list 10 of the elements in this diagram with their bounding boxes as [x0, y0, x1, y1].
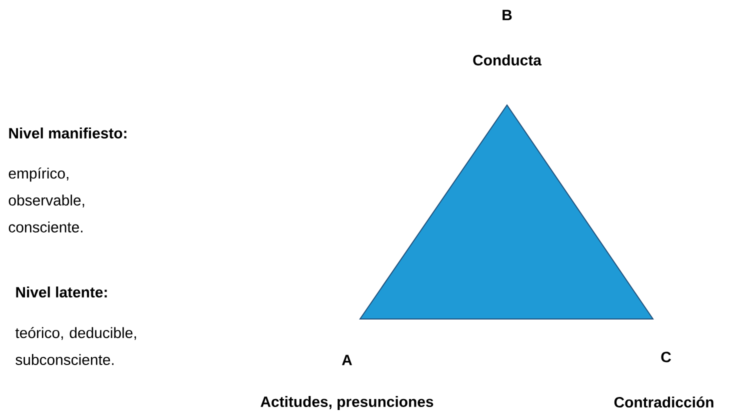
vertex-caption: Conducta	[473, 54, 542, 66]
vertex-caption: Actitudes, presunciones	[260, 396, 434, 410]
description: teórico, deducible, subconsciente.	[15, 326, 136, 366]
description: empírico, observable, consciente.	[8, 168, 84, 232]
vertex-caption: Contradicción	[614, 396, 714, 408]
vertex-label: A	[342, 354, 352, 366]
vertex-label: B	[502, 10, 512, 20]
vertex-label: C	[661, 352, 671, 362]
heading: Nivel manifiesto:	[9, 128, 126, 138]
heading: Nivel latente:	[16, 286, 107, 298]
